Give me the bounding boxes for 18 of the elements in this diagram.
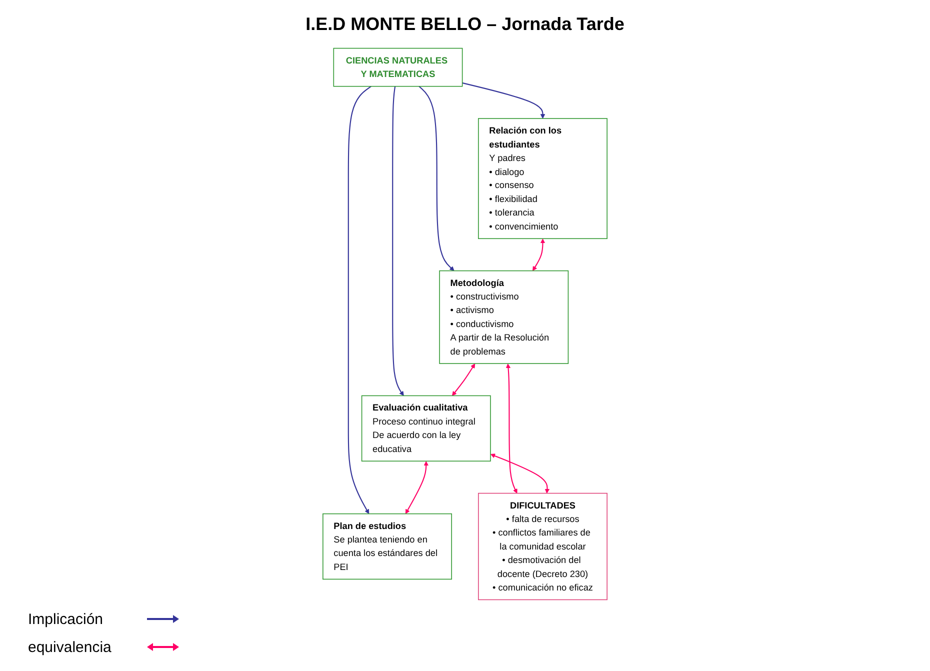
node-box: CIENCIAS NATURALES Y MATEMATICAS	[333, 48, 463, 87]
arrow	[506, 364, 518, 494]
arrow	[490, 454, 550, 494]
arrow	[418, 86, 454, 271]
node-box: Plan de estudios Se plantea teniendo en cuenta los estándares del PEI	[322, 513, 452, 580]
node-box: Metodología • constructivismo • activismo • conductivismo A partir de la Resolución de problemas	[439, 270, 569, 364]
node-box: DIFICULTADES • falta de recursos • conflictos familiares de la comunidad escolar • desmotivación del docente (Decreto 230) • comunicación no eficaz	[478, 492, 608, 600]
arrow	[462, 82, 546, 119]
arrow	[348, 86, 372, 514]
node-box: Evaluación cualitativa Proceso continuo integral De acuerdo con la ley educativa	[361, 395, 491, 462]
diagram-title: I.E.D MONTE BELLO – Jornada Tarde	[304, 14, 626, 35]
node-box: Relación con los estudiantes Y padres • dialogo • consenso • flexibilidad • tolerancia • convencimiento	[478, 118, 608, 240]
arrow	[452, 364, 476, 396]
legend-label: Implicación	[28, 610, 104, 628]
arrow	[532, 238, 546, 271]
legend-label: equivalencia	[28, 638, 112, 656]
arrow	[392, 86, 404, 396]
arrow	[405, 461, 428, 514]
